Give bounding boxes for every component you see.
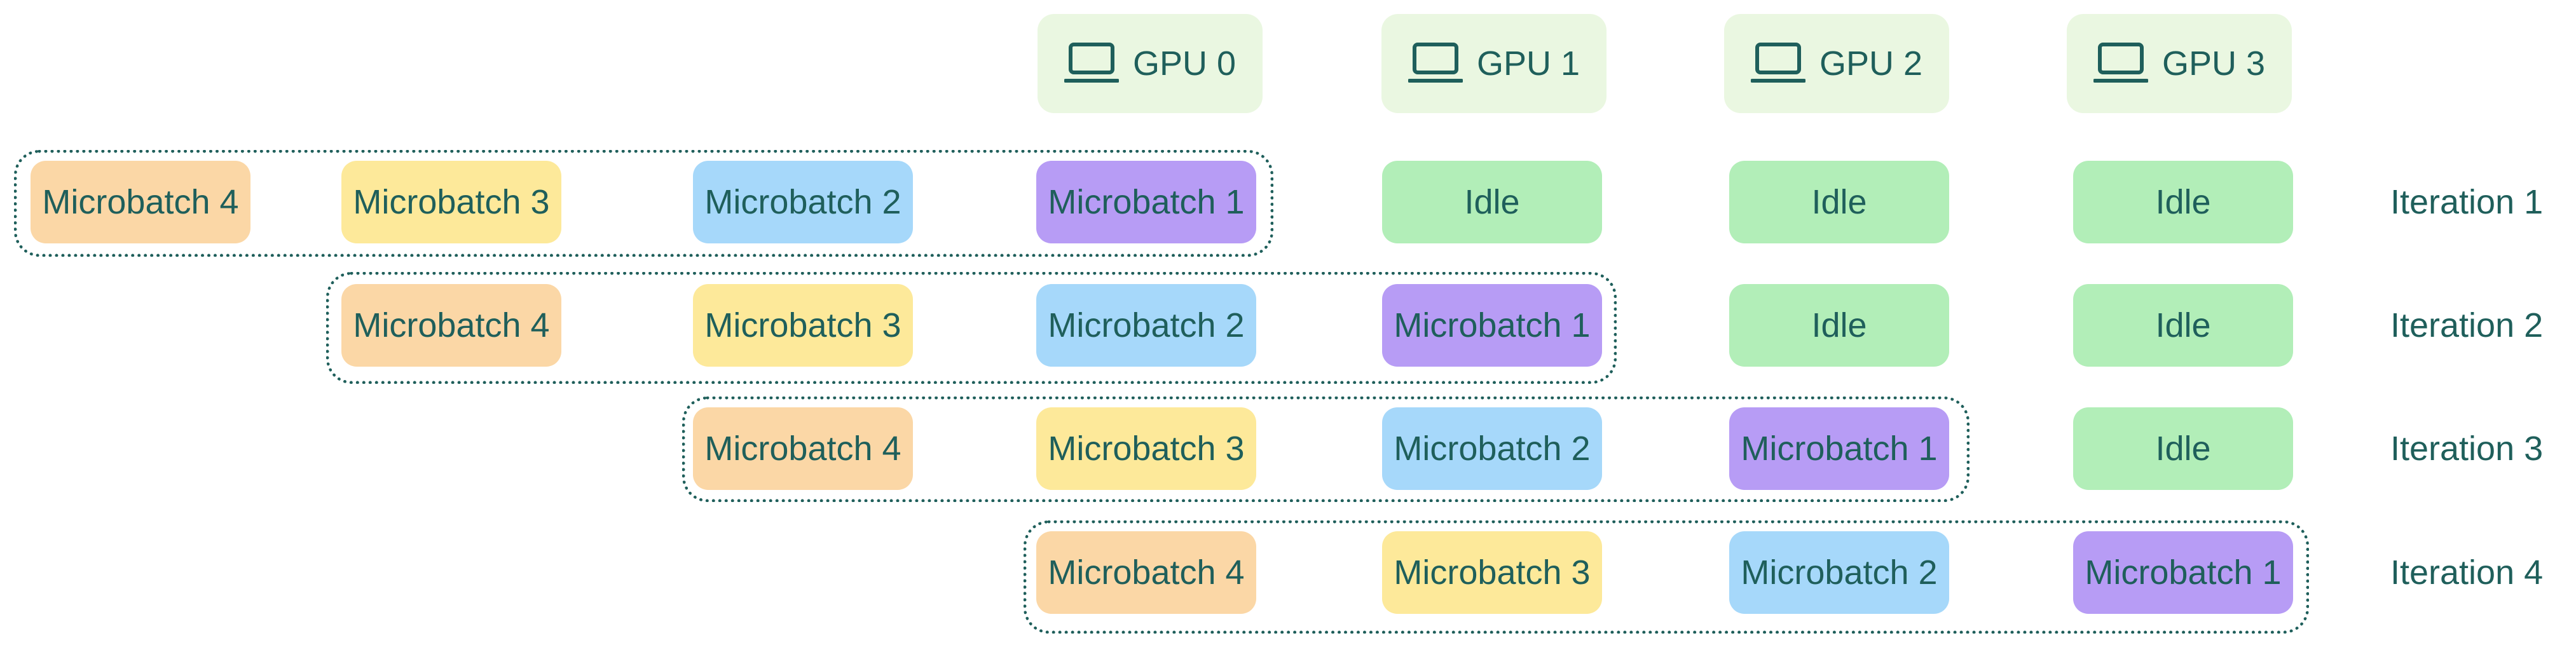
microbatch-2-cell: Microbatch 2: [1382, 407, 1602, 490]
laptop-icon: [1750, 43, 1805, 83]
idle-cell: Idle: [1729, 161, 1949, 243]
gpu-header-3: GPU 3: [2067, 14, 2292, 113]
microbatch-2-cell: Microbatch 2: [693, 161, 913, 243]
microbatch-1-cell: Microbatch 1: [2073, 531, 2293, 614]
microbatch-4-cell: Microbatch 4: [1036, 531, 1256, 614]
microbatch-4-cell: Microbatch 4: [341, 284, 561, 367]
microbatch-2-cell: Microbatch 2: [1036, 284, 1256, 367]
microbatch-4-cell: Microbatch 4: [693, 407, 913, 490]
iteration-group-3: [682, 397, 1970, 502]
iteration-group-4: [1024, 520, 2309, 634]
gpu-label: GPU 0: [1132, 44, 1237, 83]
laptop-icon: [2093, 43, 2148, 83]
iteration-label: Iteration 1: [2390, 183, 2544, 221]
microbatch-1-cell: Microbatch 1: [1382, 284, 1602, 367]
microbatch-2-cell: Microbatch 2: [1729, 531, 1949, 614]
microbatch-3-cell: Microbatch 3: [693, 284, 913, 367]
iteration-label: Iteration 2: [2390, 306, 2544, 344]
microbatch-3-cell: Microbatch 3: [1382, 531, 1602, 614]
gpu-label: GPU 1: [1476, 44, 1580, 83]
idle-cell: Idle: [2073, 161, 2293, 243]
idle-cell: Idle: [2073, 407, 2293, 490]
microbatch-3-cell: Microbatch 3: [341, 161, 561, 243]
iteration-group-2: [326, 272, 1617, 384]
microbatch-4-cell: Microbatch 4: [31, 161, 250, 243]
microbatch-3-cell: Microbatch 3: [1036, 407, 1256, 490]
laptop-icon: [1408, 43, 1463, 83]
iteration-label: Iteration 4: [2390, 553, 2544, 592]
iteration-group-1: [14, 150, 1273, 257]
idle-cell: Idle: [1729, 284, 1949, 367]
microbatch-1-cell: Microbatch 1: [1036, 161, 1256, 243]
microbatch-1-cell: Microbatch 1: [1729, 407, 1949, 490]
idle-cell: Idle: [2073, 284, 2293, 367]
gpu-header-2: GPU 2: [1724, 14, 1949, 113]
idle-cell: Idle: [1382, 161, 1602, 243]
laptop-icon: [1064, 43, 1119, 83]
gpu-header-0: GPU 0: [1038, 14, 1263, 113]
gpu-label: GPU 3: [2162, 44, 2266, 83]
gpu-header-1: GPU 1: [1381, 14, 1607, 113]
gpu-label: GPU 2: [1819, 44, 1923, 83]
iteration-label: Iteration 3: [2390, 430, 2544, 468]
